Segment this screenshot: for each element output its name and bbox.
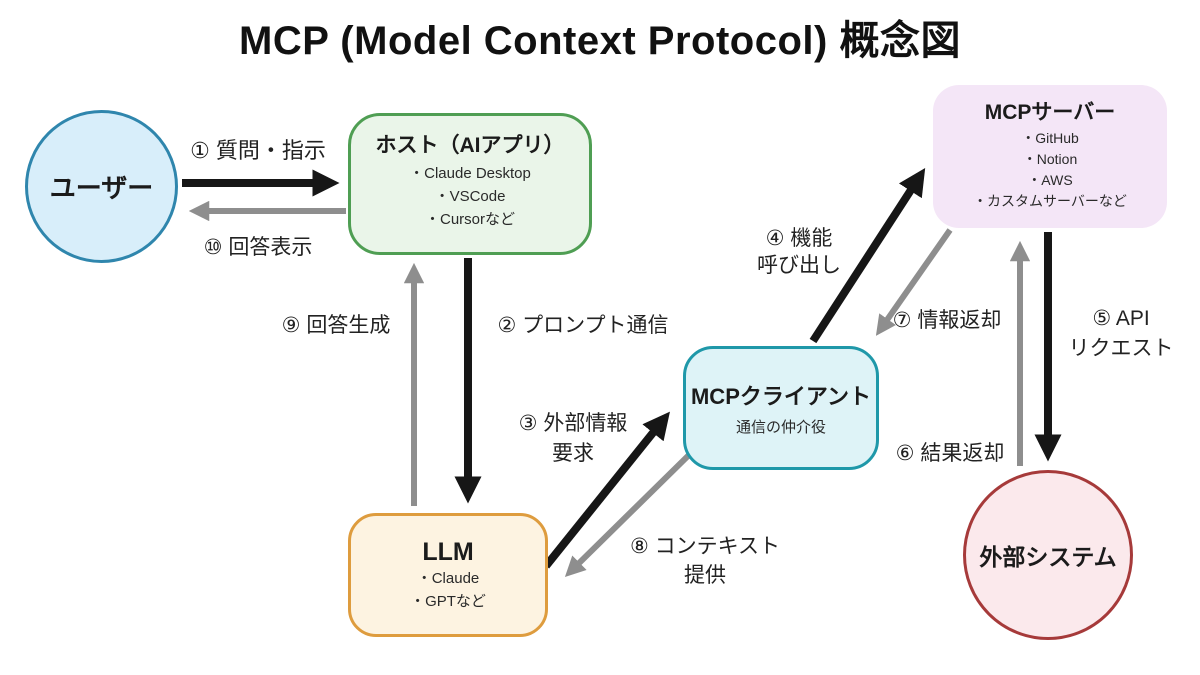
node-host-item: ・Cursorなど [424,211,515,228]
edge-label-6: ⑥ 結果返却 [895,442,1005,465]
node-llm: LLM ・Claude ・GPTなど [348,513,548,637]
node-mcp-client-title: MCPクライアント [690,384,871,409]
node-external-system-label: 外部システム [979,544,1117,570]
node-mcp-server: MCPサーバー ・GitHub ・Notion ・AWS ・カスタムサーバーなど [933,85,1167,228]
edge-label-5-line1: ⑤ API [1092,307,1150,330]
node-mcp-client: MCPクライアント 通信の仲介役 [683,346,879,470]
node-user: ユーザー [25,110,178,263]
node-mcp-server-title: MCPサーバー [984,101,1116,124]
node-mcp-server-item: ・カスタムサーバーなど [973,193,1127,209]
edge-label-8-line1: ⑧ コンテキスト [629,535,781,558]
edge-label-3-line1: ③ 外部情報 [518,412,628,435]
node-host-item: ・VSCode [434,188,506,205]
edge-label-3-line2: 要求 [552,442,594,465]
node-host-title: ホスト（AIアプリ） [375,134,565,157]
node-mcp-server-item: ・AWS [1027,172,1073,188]
node-mcp-server-item: ・Notion [1022,151,1078,167]
node-host-item: ・Claude Desktop [409,165,531,182]
node-llm-item: ・Claude [416,569,480,587]
node-user-label: ユーザー [49,173,154,203]
node-host: ホスト（AIアプリ） ・Claude Desktop ・VSCode ・Curs… [348,113,592,255]
node-llm-item: ・GPTなど [410,592,486,610]
edge-label-1: ① 質問・指示 [190,138,326,163]
node-mcp-server-item: ・GitHub [1021,130,1079,146]
edge-label-2: ② プロンプト通信 [497,314,669,337]
edge-label-10: ⑩ 回答表示 [203,236,313,259]
node-external-system: 外部システム [963,470,1133,640]
edge-label-5-line2: リクエスト [1068,337,1174,360]
node-mcp-client-subtitle: 通信の仲介役 [735,419,826,436]
edge-label-4: ④ 機能 呼び出し [749,225,849,279]
edge-label-7: ⑦ 情報返却 [892,309,1002,332]
edge-label-4-line1: ④ 機能 [765,227,833,250]
edge-label-8: ⑧ コンテキスト 提供 [615,532,795,590]
diagram-title: MCP (Model Context Protocol) 概念図 [239,19,961,63]
edge-label-8-line2: 提供 [684,564,726,587]
edge-label-9: ⑨ 回答生成 [281,314,391,337]
edge-label-5: ⑤ API リクエスト [1051,304,1191,364]
edge-label-4-line2: 呼び出し [757,254,841,277]
edge-label-3: ③ 外部情報 要求 [493,409,653,469]
node-llm-title: LLM [422,537,474,566]
